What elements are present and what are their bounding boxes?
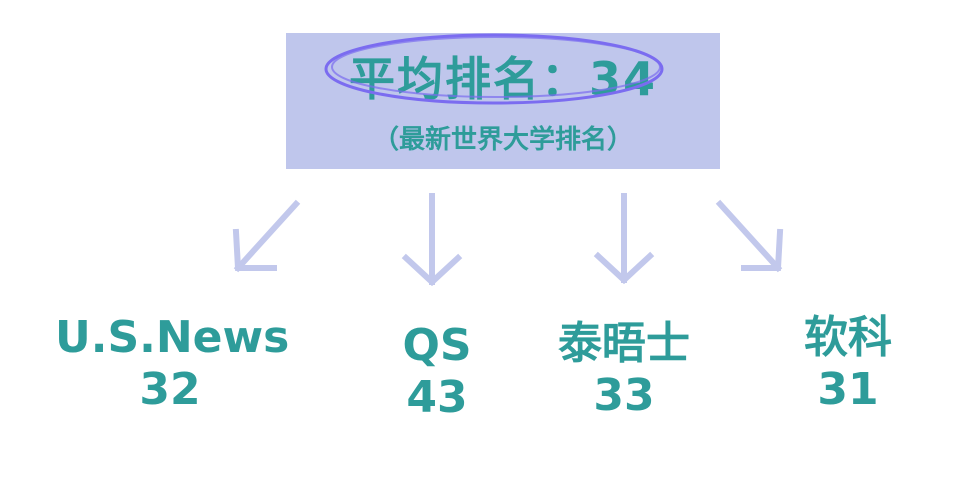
source-rank: 43 xyxy=(406,372,468,423)
source-rank: 32 xyxy=(139,364,201,415)
source-name: 软科 xyxy=(804,312,892,363)
highlight-circle xyxy=(324,33,664,105)
ranking-subtitle: （最新世界大学排名） xyxy=(372,125,633,155)
arrow-arwu xyxy=(715,199,784,273)
source-qs: QS 43 xyxy=(378,320,496,424)
arrow-usnews xyxy=(232,199,301,273)
source-rank: 31 xyxy=(817,364,879,415)
source-usnews: U.S.News 32 xyxy=(55,312,290,416)
arrow-qs xyxy=(401,193,463,287)
source-arwu: 软科 31 xyxy=(786,312,910,416)
source-name: U.S.News xyxy=(55,312,290,363)
source-name: QS xyxy=(402,320,472,371)
arrow-times xyxy=(593,193,655,285)
source-times: 泰晤士 33 xyxy=(540,318,708,422)
source-rank: 33 xyxy=(593,370,655,421)
source-name: 泰晤士 xyxy=(558,318,690,369)
